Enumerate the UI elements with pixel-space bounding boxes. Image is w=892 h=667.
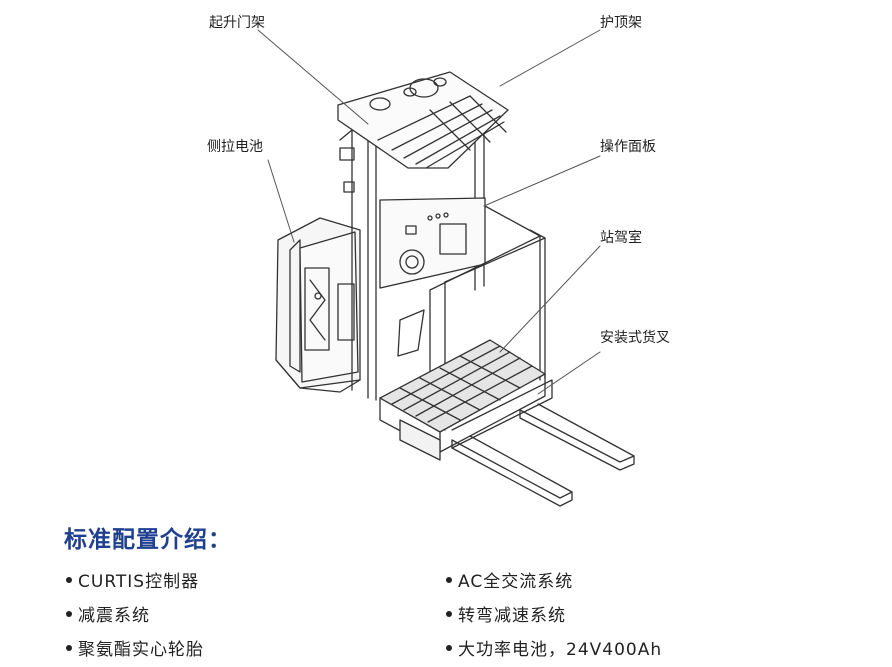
callout-leaders bbox=[257, 29, 601, 395]
bullet-icon bbox=[66, 577, 72, 583]
callout-operator-cabin: 站驾室 bbox=[600, 230, 642, 246]
bullet-icon bbox=[446, 645, 452, 651]
bullet-icon bbox=[66, 645, 72, 651]
feature-item: 大功率电池，24V400Ah bbox=[446, 635, 662, 660]
feature-item: 减震系统 bbox=[66, 601, 150, 626]
feature-label: 大功率电池，24V400Ah bbox=[458, 640, 663, 660]
section-title: 标准配置介绍： bbox=[64, 527, 232, 553]
callout-overhead-guard: 护顶架 bbox=[600, 15, 642, 31]
bullet-icon bbox=[446, 577, 452, 583]
feature-item: CURTIS控制器 bbox=[66, 567, 199, 592]
callout-mounted-forks: 安装式货叉 bbox=[600, 330, 670, 346]
order-picker-forklift-diagram bbox=[257, 29, 635, 507]
feature-label: 减震系统 bbox=[78, 606, 150, 626]
side-battery bbox=[299, 231, 359, 383]
control-panel bbox=[379, 197, 486, 289]
feature-label: CURTIS控制器 bbox=[78, 572, 200, 592]
feature-label: 聚氨酯实心轮胎 bbox=[78, 640, 204, 660]
callout-side-battery: 侧拉电池 bbox=[207, 139, 263, 155]
feature-item: 聚氨酯实心轮胎 bbox=[66, 635, 204, 660]
feature-item: 转弯减速系统 bbox=[446, 601, 566, 626]
feature-label: 转弯减速系统 bbox=[458, 606, 566, 626]
mounted-forks bbox=[399, 379, 635, 507]
feature-item: AC全交流系统 bbox=[446, 567, 573, 592]
feature-label: AC全交流系统 bbox=[458, 572, 574, 592]
callout-control-panel: 操作面板 bbox=[600, 139, 656, 155]
bullet-icon bbox=[66, 611, 72, 617]
overhead-guard bbox=[337, 71, 509, 169]
bullet-icon bbox=[446, 611, 452, 617]
callout-mast: 起升门架 bbox=[209, 15, 265, 31]
